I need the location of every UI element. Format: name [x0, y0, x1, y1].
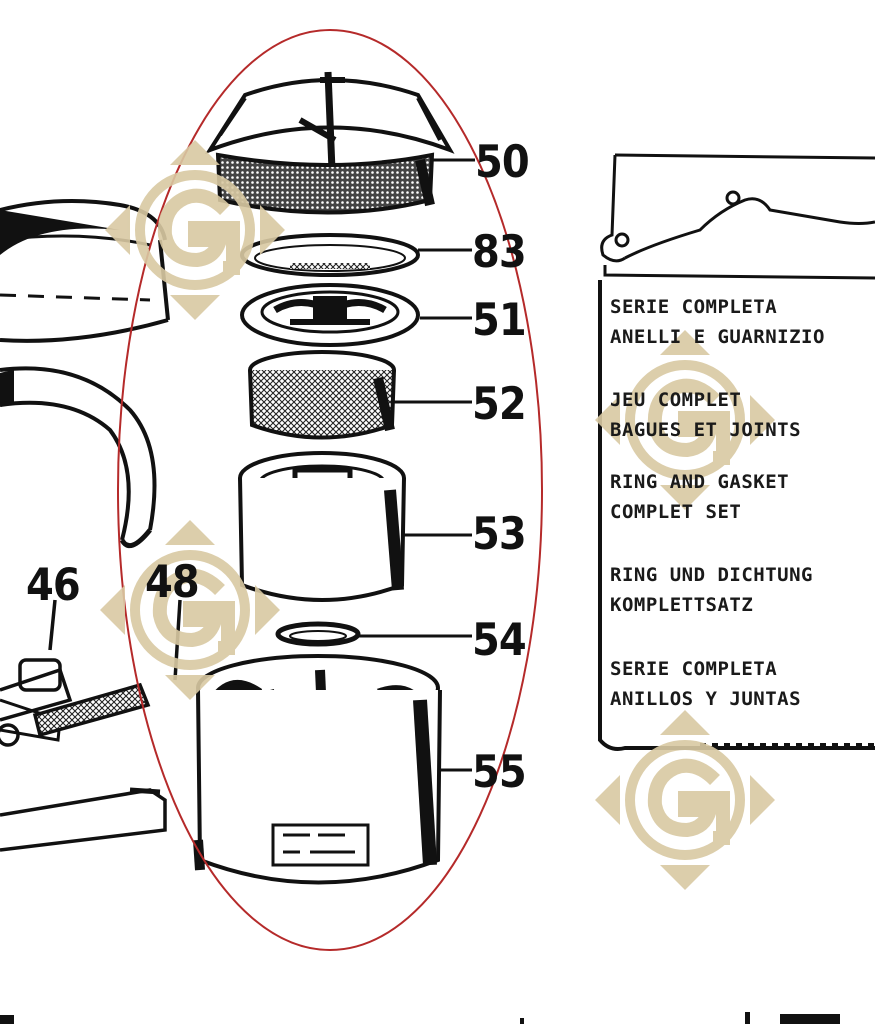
kit-label-french: JEU COMPLET BAGUES ET JOINTS [610, 389, 802, 441]
callout-55: 55 [472, 746, 527, 799]
g-diamond-logo-icon [595, 330, 775, 510]
callout-51: 51 [472, 294, 527, 347]
leader-lines [358, 158, 475, 772]
part-52-filter [248, 350, 396, 440]
callout-50: 50 [475, 136, 530, 189]
kit-label-spanish: SERIE COMPLETA ANILLOS Y JUNTAS [610, 658, 802, 710]
callout-52: 52 [472, 378, 527, 431]
g-diamond-logo-icon [100, 520, 280, 700]
g-diamond-logo-icon [595, 710, 775, 890]
part-55-bowl [193, 654, 442, 885]
part-50-cover [205, 71, 455, 215]
callout-54: 54 [472, 614, 527, 667]
callout-48: 48 [145, 556, 200, 609]
part-54-oring [275, 621, 361, 647]
kit-label-english: RING AND GASKET COMPLET SET [610, 471, 790, 523]
gasket-drawing [598, 153, 875, 751]
callout-53: 53 [472, 508, 527, 561]
highlight-ellipse [117, 29, 543, 951]
part-51-plate [240, 283, 420, 347]
g-diamond-logo-icon [105, 140, 285, 320]
callout-46: 46 [26, 559, 81, 612]
bolt-assembly [0, 599, 182, 852]
intake-hose [0, 366, 157, 549]
part-53-cup [238, 451, 406, 602]
kit-label-italian: SERIE COMPLETA ANELLI E GUARNIZIO [610, 296, 825, 348]
bottom-fragments [0, 1012, 840, 1024]
kit-label-german: RING UND DICHTUNG KOMPLETTSATZ [610, 564, 813, 616]
callout-83: 83 [472, 226, 527, 279]
